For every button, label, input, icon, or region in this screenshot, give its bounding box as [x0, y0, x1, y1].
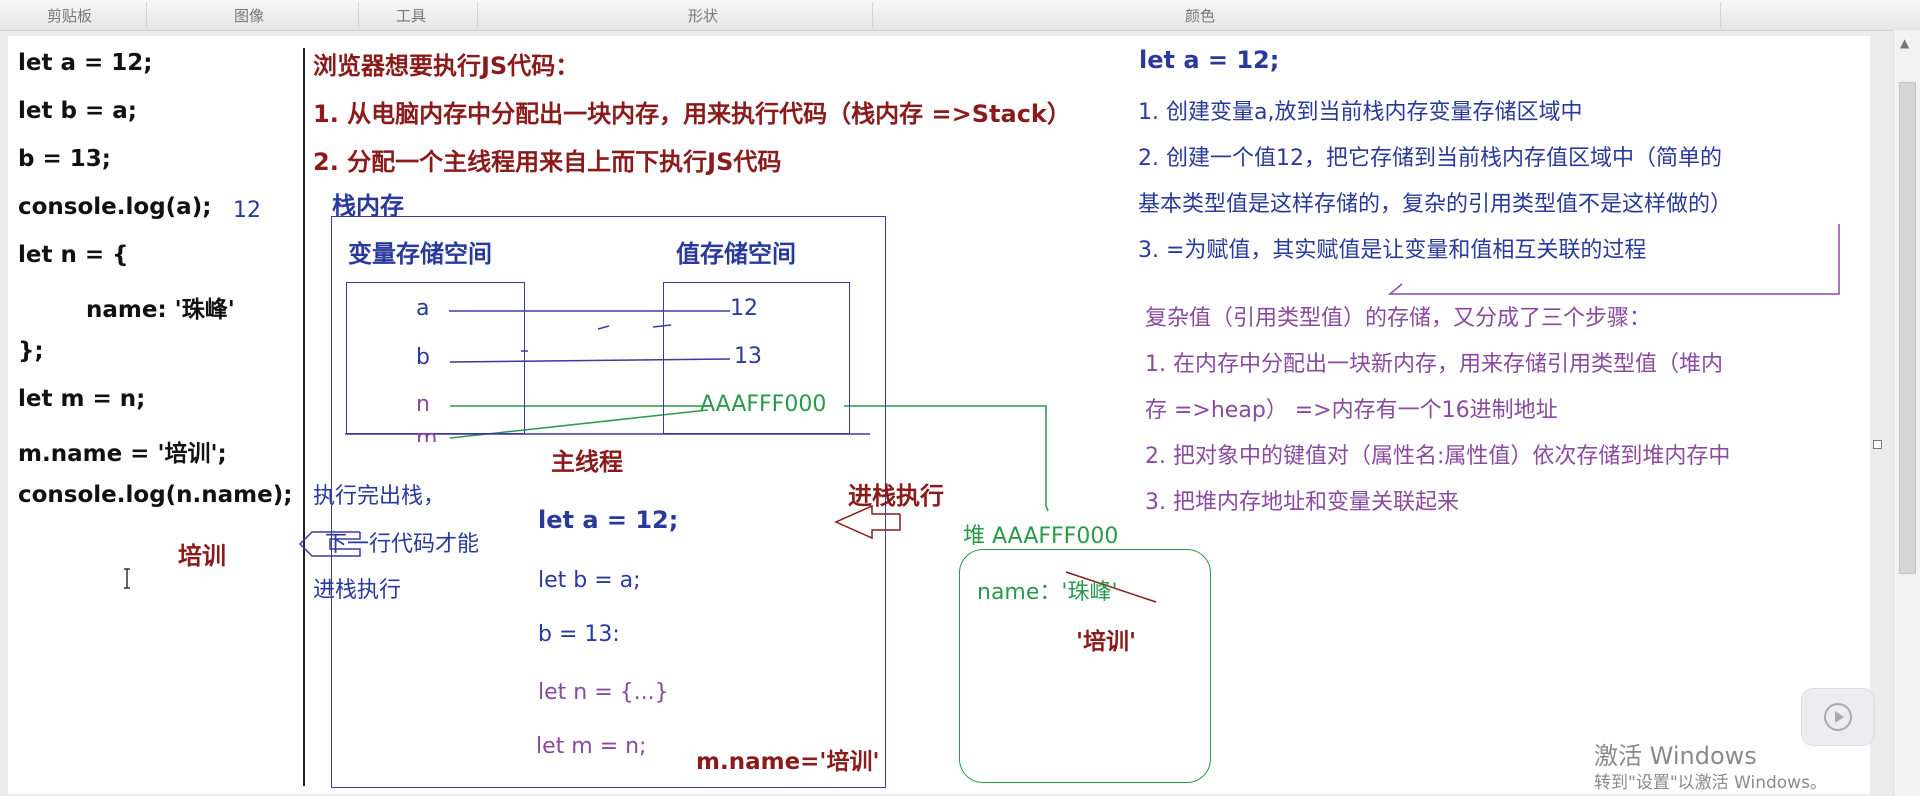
code-line-5: let n = { [18, 242, 129, 268]
val-address: AAAFFF000 [700, 392, 827, 417]
exit-note-1: 执行完出栈， [313, 484, 446, 509]
intro-step-2: 2. 分配一个主线程用来自上而下执行JS代码 [313, 148, 782, 176]
exec-line-1: let a = 12; [538, 506, 679, 534]
scrollbar-thumb[interactable] [1899, 82, 1916, 574]
scroll-up-icon[interactable]: ▲ [1900, 36, 1910, 50]
console-output-name: 培训 [178, 542, 226, 570]
var-b: b [416, 345, 430, 370]
ribbon-toolbar: 剪贴板 图像 工具 形状 颜色 [0, 0, 1920, 31]
heap-new-value: '培训' [1076, 629, 1137, 655]
var-n: n [416, 392, 430, 417]
ribbon-group-shapes[interactable]: 形状 [688, 7, 719, 25]
play-icon [1824, 703, 1852, 731]
code-line-10: console.log(n.name); [18, 482, 293, 508]
canvas-resize-handle[interactable] [1873, 440, 1882, 449]
exec-line-2: let b = a; [538, 568, 641, 593]
complex-step-2: 2. 把对象中的键值对（属性名:属性值）依次存储到堆内存中 [1145, 444, 1731, 469]
ribbon-group-image[interactable]: 图像 [234, 7, 265, 25]
activation-watermark-title: 激活 Windows [1594, 742, 1757, 770]
code-line-6: name: '珠峰' [86, 297, 235, 323]
stack-title: 栈内存 [332, 192, 404, 220]
diagram-lines [124, 48, 1840, 786]
stack-memory-box [331, 216, 886, 788]
notes-step-1: 1. 创建变量a,放到当前栈内存变量存储区域中 [1138, 100, 1583, 125]
intro-step-1: 1. 从电脑内存中分配出一块内存，用来执行代码（栈内存 =>Stack） [313, 100, 1071, 128]
main-thread-label: 主线程 [551, 448, 623, 476]
activation-watermark-subtitle: 转到"设置"以激活 Windows。 [1594, 773, 1827, 793]
console-output-a: 12 [233, 198, 261, 223]
ribbon-group-clipboard[interactable]: 剪贴板 [47, 7, 93, 25]
video-play-button[interactable] [1801, 688, 1875, 746]
code-line-9: m.name = '培训'; [18, 441, 227, 467]
ribbon-separator [872, 2, 873, 28]
notes-step-3: 3. =为赋值，其实赋值是让变量和值相互关联的过程 [1138, 238, 1647, 263]
intro-title: 浏览器想要执行JS代码： [313, 52, 580, 80]
ribbon-separator [477, 2, 478, 28]
paint-canvas[interactable]: let a = 12; let b = a; b = 13; console.l… [8, 36, 1870, 794]
val-13: 13 [734, 344, 762, 369]
ribbon-separator [358, 2, 359, 28]
complex-step-1a: 1. 在内存中分配出一块新内存，用来存储引用类型值（堆内 [1145, 352, 1723, 377]
heap-prop: name：'珠峰' [977, 580, 1118, 605]
ribbon-separator [146, 2, 147, 28]
var-a: a [416, 296, 430, 321]
push-exec-label: 进栈执行 [848, 482, 944, 510]
notes-step-2b: 基本类型值是这样存储的，复杂的引用类型值不是这样做的） [1138, 192, 1733, 217]
code-line-4: console.log(a); [18, 194, 212, 220]
notes-step-2a: 2. 创建一个值12，把它存储到当前栈内存值区域中（简单的 [1138, 146, 1722, 171]
ribbon-group-tools[interactable]: 工具 [396, 7, 427, 25]
var-m: m [416, 426, 438, 442]
exit-note-3: 进栈执行 [313, 578, 402, 603]
code-line-3: b = 13; [18, 146, 111, 172]
exit-note-2: 下一行代码才能 [325, 532, 480, 557]
exec-line-4: let n = {...} [538, 680, 669, 705]
exec-line-3: b = 13: [538, 622, 620, 647]
exec-mname: m.name='培训' [696, 749, 880, 775]
heap-label: 堆 AAAFFF000 [963, 524, 1119, 549]
var-storage-box [346, 282, 525, 434]
notes-head: let a = 12; [1139, 46, 1280, 74]
ribbon-group-colors[interactable]: 颜色 [1185, 7, 1216, 25]
exec-line-5: let m = n; [536, 734, 647, 759]
complex-head: 复杂值（引用类型值）的存储，又分成了三个步骤： [1145, 306, 1652, 331]
code-line-2: let b = a; [18, 98, 137, 124]
code-line-8: let m = n; [18, 386, 146, 412]
vertical-scrollbar[interactable]: ▲ [1893, 30, 1920, 796]
heap-memory-box [959, 549, 1211, 783]
ribbon-separator [1720, 2, 1721, 28]
code-line-1: let a = 12; [18, 50, 153, 76]
var-area-label: 变量存储空间 [348, 240, 492, 268]
val-12: 12 [730, 296, 758, 321]
val-storage-box [663, 282, 850, 434]
code-line-7: }; [18, 338, 44, 364]
complex-step-1b: 存 =>heap） =>内存有一个16进制地址 [1145, 398, 1558, 423]
complex-step-3: 3. 把堆内存地址和变量关联起来 [1145, 490, 1459, 515]
val-area-label: 值存储空间 [676, 240, 796, 268]
